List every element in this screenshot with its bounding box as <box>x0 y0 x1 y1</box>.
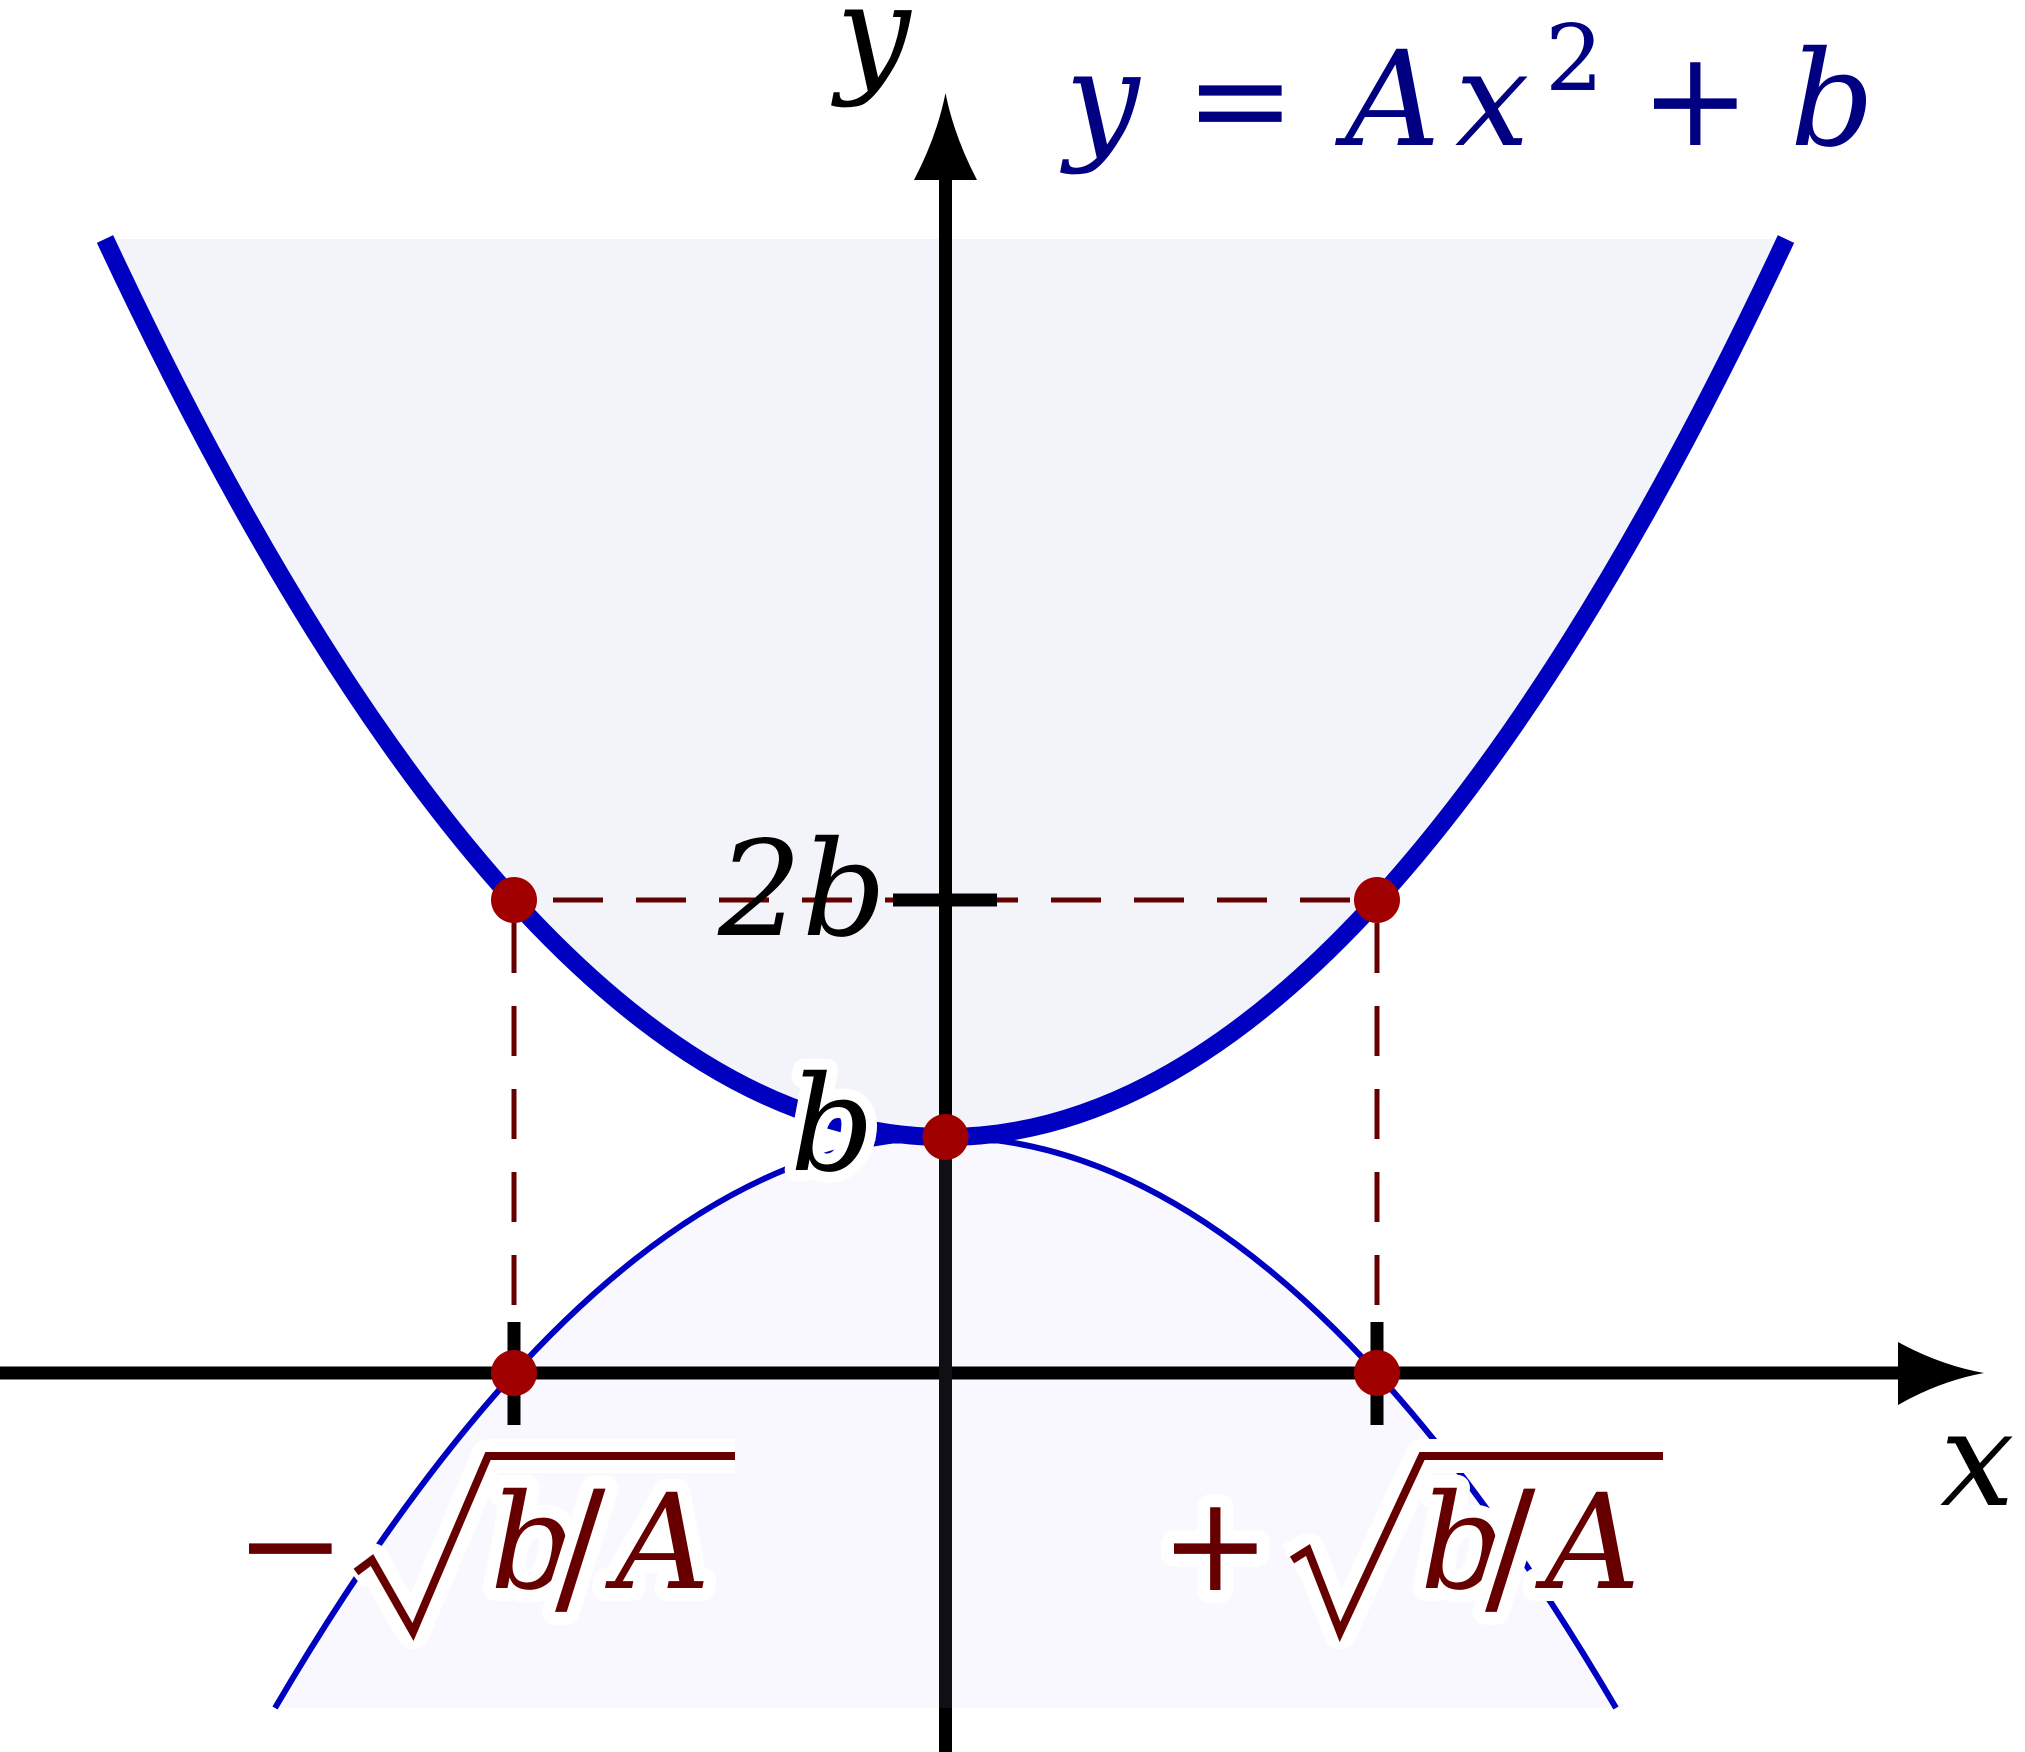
svg-text:+: + <box>1640 23 1751 177</box>
svg-text:−: − <box>235 1468 346 1622</box>
sqrt-radical-icon <box>353 1452 735 1641</box>
y-tick-label-b: b <box>790 1048 875 1202</box>
svg-text:x: x <box>1455 23 1529 177</box>
svg-text:=: = <box>1185 23 1296 177</box>
svg-text:2: 2 <box>1545 5 1604 112</box>
svg-text:b: b <box>1790 23 1875 177</box>
svg-text:A: A <box>604 1466 710 1620</box>
y-axis-label: y <box>831 0 912 110</box>
equation-label: y = A x 2 + b <box>1060 5 1875 177</box>
svg-text:b: b <box>490 1466 575 1620</box>
point-right-root <box>1354 1350 1400 1396</box>
y-tick-label-2b: 2b <box>717 813 886 967</box>
marked-points <box>491 877 1400 1396</box>
point-left-root <box>491 1350 537 1396</box>
point-vertex <box>922 1114 969 1160</box>
dashed-guides <box>511 897 1380 1340</box>
svg-text:b: b <box>1420 1466 1505 1620</box>
point-right-2b <box>1354 877 1400 923</box>
svg-text:A: A <box>1334 23 1440 177</box>
svg-text:+: + <box>1160 1468 1271 1622</box>
point-left-2b <box>491 877 537 923</box>
svg-text:/: / <box>1485 1460 1536 1634</box>
sqrt-radical-icon <box>1289 1452 1663 1643</box>
svg-text:y: y <box>1060 23 1141 177</box>
x-axis-arrowhead <box>1898 1342 1984 1405</box>
y-axis-arrowhead <box>914 93 977 180</box>
svg-text:A: A <box>1534 1466 1640 1620</box>
svg-text:/: / <box>555 1460 606 1634</box>
x-axis-label: x <box>1940 1383 2014 1537</box>
axis-overlay <box>939 1137 952 1708</box>
x-tick-label-neg-root: − b / A <box>222 1439 735 1649</box>
